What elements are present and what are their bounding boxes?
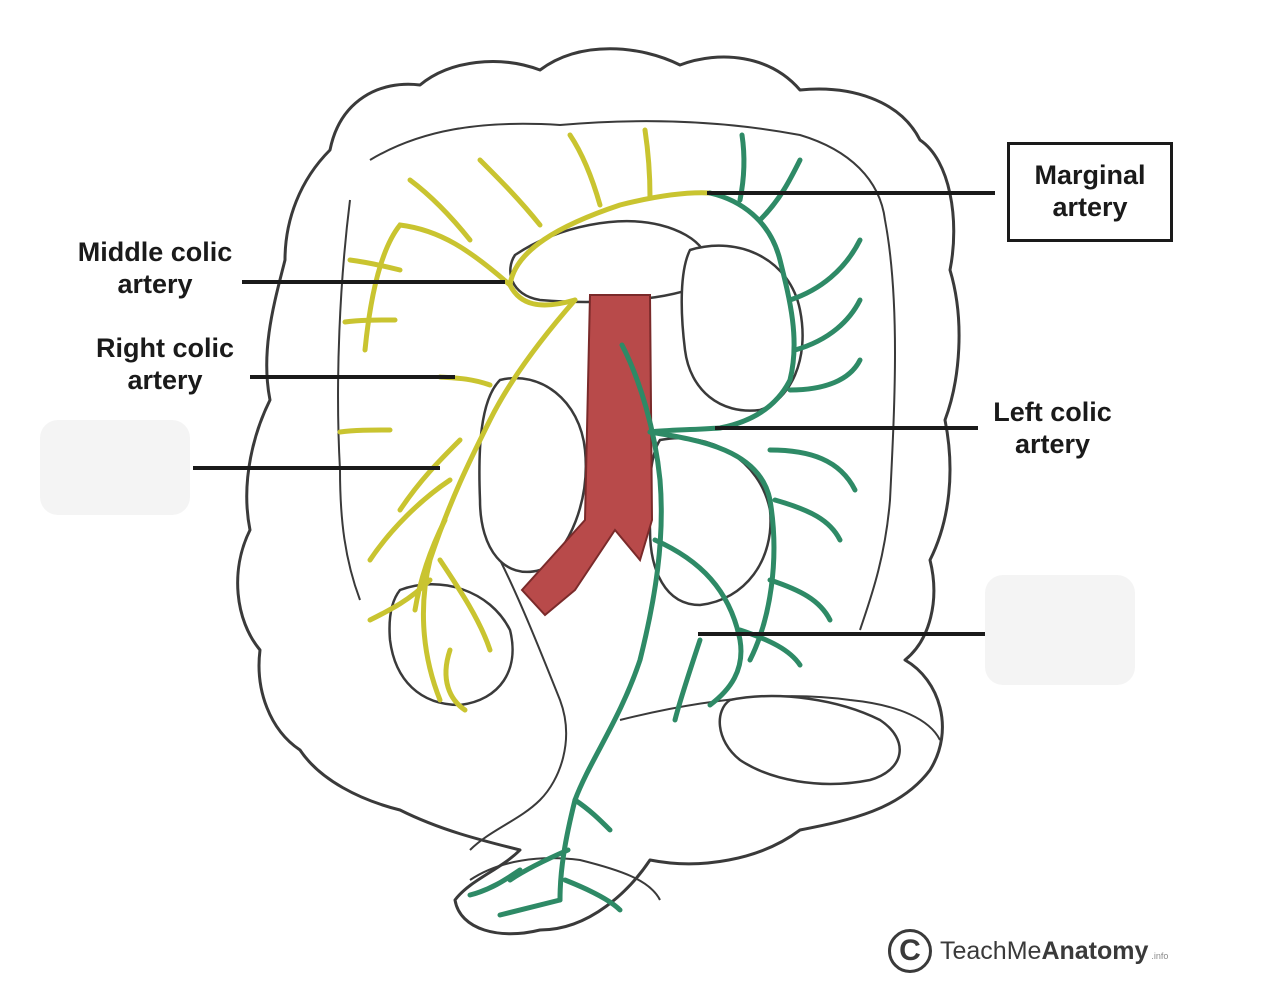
inferior-mesenteric-branches <box>467 132 863 918</box>
hidden-label-ileocolic <box>40 420 190 515</box>
middle-colic-artery-label: Middle colic artery <box>60 236 250 300</box>
right-colic-artery-label: Right colic artery <box>80 332 250 396</box>
logo-brand-regular: TeachMe <box>940 936 1042 965</box>
copyright-icon: C <box>888 929 932 973</box>
left-colic-artery-label: Left colic artery <box>975 396 1130 460</box>
right-label-line1: Right colic <box>95 333 234 363</box>
superior-mesenteric-branches <box>337 127 713 713</box>
hidden-label-sigmoid <box>985 575 1135 685</box>
right-label-line2: artery <box>127 365 203 395</box>
left-label-line1: Left colic <box>993 397 1112 427</box>
logo-brand-bold: Anatomy <box>1041 936 1149 965</box>
aorta <box>520 294 654 617</box>
teachmeanatomy-logo: C TeachMe Anatomy .info <box>888 926 1168 976</box>
marginal-label-line2: artery <box>1052 192 1128 222</box>
marginal-label-line1: Marginal <box>1034 160 1146 190</box>
middle-label-line2: artery <box>117 269 193 299</box>
left-label-line2: artery <box>1014 429 1091 459</box>
middle-label-line1: Middle colic <box>77 237 233 267</box>
logo-suffix: .info <box>1151 951 1169 961</box>
marginal-artery-label: Marginal artery <box>1007 142 1173 242</box>
leader-lines <box>193 191 995 636</box>
